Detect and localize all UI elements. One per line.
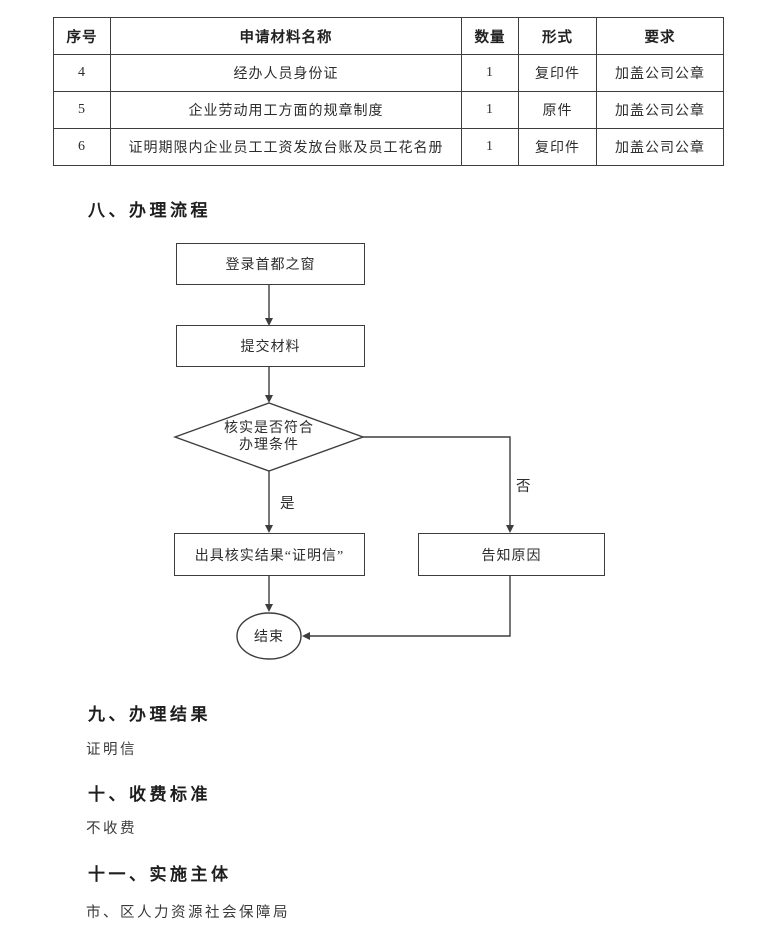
cell-quantity: 1 — [461, 91, 519, 129]
cell-form: 复印件 — [518, 128, 597, 166]
table-row: 6 证明期限内企业员工工资发放台账及员工花名册 1 复印件 加盖公司公章 — [53, 128, 724, 166]
section-body-fee: 不收费 — [86, 821, 137, 837]
section-heading-result: 九、办理结果 — [88, 705, 211, 724]
materials-table: 序号 申请材料名称 数量 形式 要求 4 经办人员身份证 1 复印件 加盖公司公… — [53, 17, 724, 166]
cell-material-name: 经办人员身份证 — [110, 54, 462, 92]
arrowhead-down-icon — [265, 395, 273, 403]
table-header-row: 序号 申请材料名称 数量 形式 要求 — [53, 17, 724, 55]
header-form: 形式 — [518, 17, 597, 55]
arrow-line-inform-to-end — [308, 574, 511, 637]
table-row: 5 企业劳动用工方面的规章制度 1 原件 加盖公司公章 — [53, 91, 724, 129]
decision-text-line2: 办理条件 — [239, 438, 299, 453]
section-heading-entity: 十一、实施主体 — [88, 865, 232, 884]
arrowhead-down-icon — [265, 525, 273, 533]
arrowhead-down-icon — [506, 525, 514, 533]
cell-requirement: 加盖公司公章 — [596, 91, 724, 129]
decision-text-line1: 核实是否符合 — [224, 421, 314, 436]
section-heading-process: 八、办理流程 — [88, 201, 211, 220]
cell-material-name: 企业劳动用工方面的规章制度 — [110, 91, 462, 129]
cell-quantity: 1 — [461, 54, 519, 92]
cell-seq: 5 — [53, 91, 111, 129]
arrowhead-left-icon — [302, 632, 310, 640]
header-seq: 序号 — [53, 17, 111, 55]
cell-form: 复印件 — [518, 54, 597, 92]
cell-seq: 6 — [53, 128, 111, 166]
section-body-result: 证明信 — [86, 742, 137, 758]
cell-seq: 4 — [53, 54, 111, 92]
flow-node-decision: 核实是否符合 办理条件 — [175, 403, 363, 471]
flow-node-login: 登录首都之窗 — [176, 243, 365, 285]
header-material-name: 申请材料名称 — [110, 17, 462, 55]
cell-material-name: 证明期限内企业员工工资发放台账及员工花名册 — [110, 128, 462, 166]
flow-node-inform-reason: 告知原因 — [418, 533, 605, 576]
header-requirement: 要求 — [596, 17, 724, 55]
cell-quantity: 1 — [461, 128, 519, 166]
flow-node-submit: 提交材料 — [176, 325, 365, 367]
cell-form: 原件 — [518, 91, 597, 129]
flow-node-issue-result: 出具核实结果“证明信” — [174, 533, 365, 576]
flow-node-end: 结束 — [254, 630, 284, 645]
header-quantity: 数量 — [461, 17, 519, 55]
branch-label-yes: 是 — [280, 496, 295, 512]
cell-requirement: 加盖公司公章 — [596, 128, 724, 166]
arrow-line-decision-no — [363, 436, 511, 526]
section-body-entity: 市、区人力资源社会保障局 — [86, 905, 290, 921]
branch-label-no: 否 — [516, 479, 531, 495]
section-heading-fee: 十、收费标准 — [88, 785, 211, 804]
cell-requirement: 加盖公司公章 — [596, 54, 724, 92]
table-row: 4 经办人员身份证 1 复印件 加盖公司公章 — [53, 54, 724, 92]
arrowhead-down-icon — [265, 604, 273, 612]
